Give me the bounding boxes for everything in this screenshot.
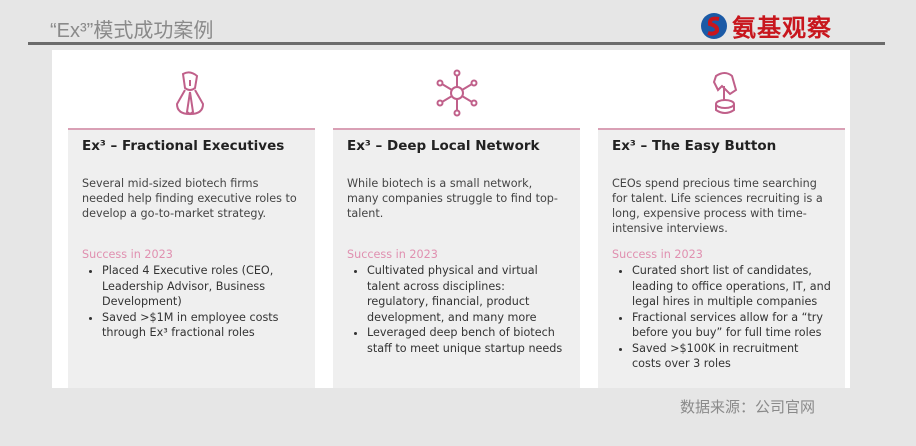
list-item: Saved >$1M in employee costs through Ex³… (102, 310, 301, 341)
list-item: Saved >$100K in recruitment costs over 3… (632, 341, 831, 372)
card-description: Several mid-sized biotech firms needed h… (82, 177, 297, 220)
hand-press-button-icon (712, 72, 738, 114)
card-easy-button: Ex³ – The Easy Button CEOs spend preciou… (598, 128, 845, 388)
success-list: Cultivated physical and virtual talent a… (347, 263, 566, 356)
content-panel: Ex³ – Fractional Executives Several mid-… (52, 50, 850, 388)
card-fractional-executives: Ex³ – Fractional Executives Several mid-… (68, 128, 315, 388)
card-description: CEOs spend precious time searching for t… (612, 177, 823, 235)
card-title: Ex³ – Deep Local Network (347, 138, 540, 154)
card-description: While biotech is a small network, many c… (347, 177, 558, 220)
page-title: “Ex³”模式成功案例 (50, 20, 214, 42)
data-source-note: 数据来源：公司官网 (680, 398, 816, 416)
card-deep-local-network: Ex³ – Deep Local Network While biotech i… (333, 128, 580, 388)
card-title: Ex³ – The Easy Button (612, 138, 777, 154)
title-divider (28, 42, 885, 45)
card-title: Ex³ – Fractional Executives (82, 138, 285, 154)
list-item: Cultivated physical and virtual talent a… (367, 263, 566, 325)
logo-text: 氨基观察 (732, 14, 832, 42)
success-label: Success in 2023 (347, 248, 438, 261)
list-item: Curated short list of candidates, leadin… (632, 263, 831, 310)
list-item: Placed 4 Executive roles (CEO, Leadershi… (102, 263, 301, 310)
success-list: Curated short list of candidates, leadin… (612, 263, 831, 372)
logo: 氨基观察 (700, 8, 832, 43)
list-item: Fractional services allow for a “try bef… (632, 310, 831, 341)
success-label: Success in 2023 (82, 248, 173, 261)
success-list: Placed 4 Executive roles (CEO, Leadershi… (82, 263, 301, 341)
network-icon (436, 69, 478, 117)
person-tie-icon (175, 71, 205, 116)
success-label: Success in 2023 (612, 248, 703, 261)
list-item: Leveraged deep bench of biotech staff to… (367, 325, 566, 356)
logo-icon (701, 12, 727, 39)
